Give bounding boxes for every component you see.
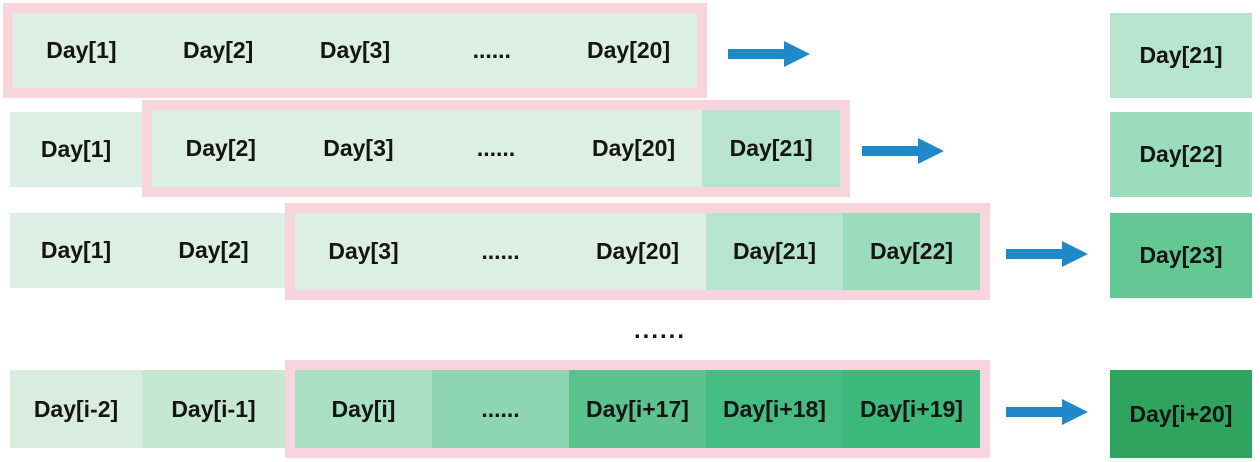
sliding-window-row4: Day[i] ...... Day[i+17] Day[i+18] Day[i+… xyxy=(285,360,990,458)
day-cell: Day[22] xyxy=(843,213,980,290)
window-cells: Day[i] ...... Day[i+17] Day[i+18] Day[i+… xyxy=(295,370,980,448)
ellipsis-cell: ...... xyxy=(432,370,569,448)
day-cell: Day[3] xyxy=(295,213,432,290)
predicted-day-cell: Day[22] xyxy=(1110,112,1252,197)
day-cell: Day[1] xyxy=(10,213,142,288)
predicted-day-cell: Day[21] xyxy=(1110,13,1252,98)
day-cell: Day[20] xyxy=(560,13,697,88)
day-cell: Day[1] xyxy=(10,112,142,187)
day-cell: Day[3] xyxy=(286,13,424,88)
arrow-right-icon xyxy=(1006,241,1088,267)
day-cell: Day[i+18] xyxy=(706,370,843,448)
day-cell: Day[20] xyxy=(569,213,706,290)
day-cell: Day[3] xyxy=(289,110,428,187)
day-cell: Day[20] xyxy=(564,110,703,187)
arrow-right-icon xyxy=(862,138,944,164)
sliding-window-row3: Day[3] ...... Day[20] Day[21] Day[22] xyxy=(285,203,990,300)
day-cell: Day[2] xyxy=(152,110,290,187)
ellipsis-cell: ...... xyxy=(423,13,561,88)
day-cell: Day[21] xyxy=(702,110,840,187)
day-cell: Day[1] xyxy=(13,13,150,88)
sliding-window-row1: Day[1] Day[2] Day[3] ...... Day[20] xyxy=(3,3,707,98)
arrow-right-icon xyxy=(728,41,810,67)
day-cell: Day[2] xyxy=(142,213,285,288)
day-cell: Day[i-1] xyxy=(142,370,285,448)
day-cell: Day[2] xyxy=(149,13,287,88)
arrow-right-icon xyxy=(1006,399,1088,425)
day-cell: Day[i+19] xyxy=(843,370,980,448)
window-cells: Day[2] Day[3] ...... Day[20] Day[21] xyxy=(152,110,840,187)
ellipsis-cell: ...... xyxy=(427,110,565,187)
ellipsis-separator: ...... xyxy=(633,317,686,344)
window-cells: Day[1] Day[2] Day[3] ...... Day[20] xyxy=(13,13,697,88)
day-cell: Day[21] xyxy=(706,213,843,290)
window-cells: Day[3] ...... Day[20] Day[21] Day[22] xyxy=(295,213,980,290)
day-cell: Day[i] xyxy=(295,370,432,448)
sliding-window-row2: Day[2] Day[3] ...... Day[20] Day[21] xyxy=(142,100,850,197)
ellipsis-cell: ...... xyxy=(432,213,569,290)
predicted-day-cell: Day[i+20] xyxy=(1110,370,1252,458)
day-cell: Day[i+17] xyxy=(569,370,706,448)
predicted-day-cell: Day[23] xyxy=(1110,213,1252,298)
day-cell: Day[i-2] xyxy=(10,370,142,448)
